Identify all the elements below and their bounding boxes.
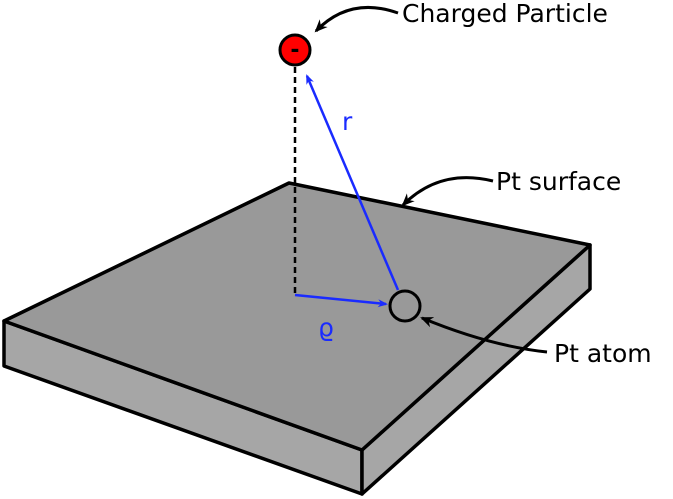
pt-atom-callout-arrow (420, 316, 548, 354)
pt-atom-label: Pt atom (554, 339, 652, 368)
charged-particle-callout-arrow (314, 5, 399, 33)
pt-surface-label: Pt surface (496, 167, 621, 196)
pt-surface-callout-arrow (401, 176, 494, 207)
slab-top-face (2, 181, 592, 452)
r-vector-arrow (305, 74, 400, 291)
charged-particle-label: Charged Particle (402, 0, 608, 28)
charge-sign-label: - (290, 38, 299, 63)
pt-surface-slab (2, 181, 592, 496)
charged-particle: - (278, 33, 312, 67)
charged-particle-circle (278, 33, 312, 67)
rho-vector-arrow (294, 293, 388, 308)
rho-vector-label: ϱ (318, 313, 334, 342)
r-vector-label: r (342, 107, 353, 136)
pt-atom-circle (388, 289, 422, 323)
